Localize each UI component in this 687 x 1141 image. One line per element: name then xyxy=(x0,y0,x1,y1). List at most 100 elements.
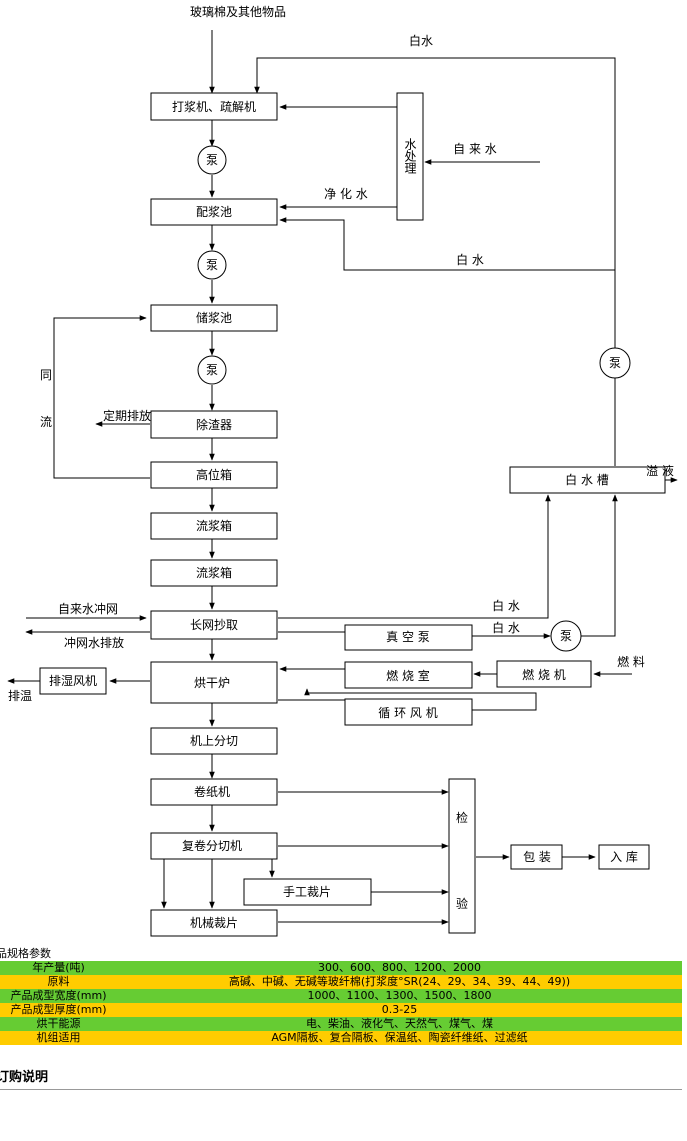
exhaust-label: 排温 xyxy=(8,689,32,703)
storage-tank-box xyxy=(150,304,278,332)
combustion-chamber-label: 燃 烧 室 xyxy=(386,668,430,683)
spec-value: 300、600、800、1200、2000 xyxy=(117,961,682,975)
pump-4-circle xyxy=(599,347,631,379)
spec-key: 烘干能源 xyxy=(0,1017,117,1031)
fuel-label: 燃 料 xyxy=(617,654,645,669)
warehouse-label: 入 库 xyxy=(610,849,638,864)
inline-cutting-label: 机上分切 xyxy=(190,734,238,748)
spec-row: 产品成型厚度(mm) 0.3-25 xyxy=(0,1003,682,1017)
pump-1-label: 泵 xyxy=(206,153,218,167)
pump-5-label: 泵 xyxy=(560,629,572,643)
flow-labels: 玻璃棉及其他物品 白水 打浆机、疏解机 水处理 自 来 水 净 化 水 泵 配浆… xyxy=(8,5,674,930)
circulating-fan-label: 循 环 风 机 xyxy=(378,706,437,720)
mixing-tank-label: 配浆池 xyxy=(196,204,232,219)
white-water-tank-label: 白 水 槽 xyxy=(565,472,609,487)
tap-flush-label: 自来水冲网 xyxy=(58,601,118,616)
flow-connectors xyxy=(7,30,678,925)
inspect-2-label: 验 xyxy=(456,896,468,911)
deslagger-box xyxy=(150,410,278,439)
pump-4-label: 泵 xyxy=(609,356,621,370)
packaging-label: 包 装 xyxy=(523,850,551,864)
spec-row: 年产量(吨) 300、600、800、1200、2000 xyxy=(0,961,682,975)
spec-row: 原料 高碱、中碱、无碱等玻纤棉(打浆度°SR(24、29、34、39、44、49… xyxy=(0,975,682,989)
manual-cut-box xyxy=(243,878,372,906)
exhaust-fan-label: 排湿风机 xyxy=(49,673,97,688)
spec-key: 产品成型厚度(mm) xyxy=(0,1003,117,1017)
spec-key: 产品成型宽度(mm) xyxy=(0,989,117,1003)
spec-value: 高碱、中碱、无碱等玻纤棉(打浆度°SR(24、29、34、39、44、49)) xyxy=(117,975,682,989)
flow-box-1-label: 流浆箱 xyxy=(196,518,232,533)
packaging-box xyxy=(510,844,563,870)
spec-row: 机组适用 AGM隔板、复合隔板、保温纸、陶瓷纤维纸、过滤纸 xyxy=(0,1031,682,1045)
spec-row: 产品成型宽度(mm) 1000、1100、1300、1500、1800 xyxy=(0,989,682,1003)
flow-boxes xyxy=(39,92,666,937)
spec-key: 年产量(吨) xyxy=(0,961,117,975)
pump-2-label: 泵 xyxy=(206,258,218,272)
rewinder-label: 复卷分切机 xyxy=(182,838,242,853)
specs-title: 品规格参数 xyxy=(0,947,51,960)
machine-cut-box xyxy=(150,909,278,937)
fourdrinier-label: 长网抄取 xyxy=(190,618,238,632)
periodic-discharge-label: 定期排放 xyxy=(103,408,151,423)
rewinder-box xyxy=(150,832,278,860)
burner-box xyxy=(496,660,592,688)
pump-1-circle xyxy=(197,145,227,175)
combustion-chamber-box xyxy=(344,661,473,689)
pump-2-circle xyxy=(197,250,227,280)
pump-5-circle xyxy=(550,620,582,652)
spec-value: AGM隔板、复合隔板、保温纸、陶瓷纤维纸、过滤纸 xyxy=(117,1031,682,1045)
water-treatment-label: 水处理 xyxy=(403,138,417,174)
spec-value: 0.3-25 xyxy=(117,1003,682,1017)
vacuum-pump-box xyxy=(344,624,473,651)
white-water-b-label: 白 水 xyxy=(492,620,520,635)
spec-row: 烘干能源 电、柴油、液化气、天然气、煤气、煤 xyxy=(0,1017,682,1031)
spec-key: 机组适用 xyxy=(0,1031,117,1045)
machine-cut-label: 机械裁片 xyxy=(190,915,238,930)
inline-cutting-box xyxy=(150,727,278,755)
head-box-box xyxy=(150,461,278,489)
input-label: 玻璃棉及其他物品 xyxy=(190,5,286,19)
circulating-fan-box xyxy=(344,698,473,726)
inspect-1-label: 检 xyxy=(456,810,468,825)
recycle-side-2-label: 流 xyxy=(40,415,52,429)
order-title: 订购说明 xyxy=(0,1070,49,1085)
flow-box-2-label: 流浆箱 xyxy=(196,565,232,580)
spec-value: 1000、1100、1300、1500、1800 xyxy=(117,989,682,1003)
burner-label: 燃 烧 机 xyxy=(522,667,566,682)
winder-box xyxy=(150,778,278,806)
inspection-box xyxy=(448,778,476,934)
pump-3-circle xyxy=(197,355,227,385)
white-water-mid-label: 白 水 xyxy=(456,252,484,267)
white-water-a-label: 白 水 xyxy=(492,598,520,613)
dryer-box xyxy=(150,661,278,704)
tap-water-label: 自 来 水 xyxy=(453,142,497,156)
pump-3-label: 泵 xyxy=(206,363,218,377)
mixing-tank-box xyxy=(150,198,278,226)
flush-drain-label: 冲网水排放 xyxy=(64,635,124,650)
spec-table: 年产量(吨) 300、600、800、1200、2000 原料 高碱、中碱、无碱… xyxy=(0,961,682,1045)
purified-water-label: 净 化 水 xyxy=(324,187,368,201)
process-flow-diagram: 玻璃棉及其他物品 白水 打浆机、疏解机 水处理 自 来 水 净 化 水 泵 配浆… xyxy=(7,5,678,937)
winder-label: 卷纸机 xyxy=(194,784,230,799)
storage-tank-label: 储浆池 xyxy=(196,310,232,325)
overflow-label: 溢 液 xyxy=(646,463,674,478)
recycle-side-1-label: 同 xyxy=(40,368,52,382)
spec-key: 原料 xyxy=(0,975,117,989)
water-treatment-box xyxy=(396,92,424,221)
vacuum-pump-label: 真 空 泵 xyxy=(386,630,430,644)
warehouse-box xyxy=(598,844,650,870)
manual-cut-label: 手工裁片 xyxy=(283,885,331,899)
flow-box-1-box xyxy=(150,512,278,540)
spec-value: 电、柴油、液化气、天然气、煤气、煤 xyxy=(117,1017,682,1031)
white-water-tank-box xyxy=(509,466,666,494)
pulper-label: 打浆机、疏解机 xyxy=(172,99,256,114)
flow-box-2-box xyxy=(150,559,278,587)
pump-circles xyxy=(197,145,631,652)
white-water-top-label: 白水 xyxy=(409,33,433,48)
section-divider xyxy=(0,1089,682,1090)
pulper-box xyxy=(150,92,278,121)
exhaust-fan-box xyxy=(39,667,107,695)
fourdrinier-box xyxy=(150,610,278,640)
dryer-label: 烘干炉 xyxy=(194,676,230,690)
deslagger-label: 除渣器 xyxy=(196,417,232,432)
